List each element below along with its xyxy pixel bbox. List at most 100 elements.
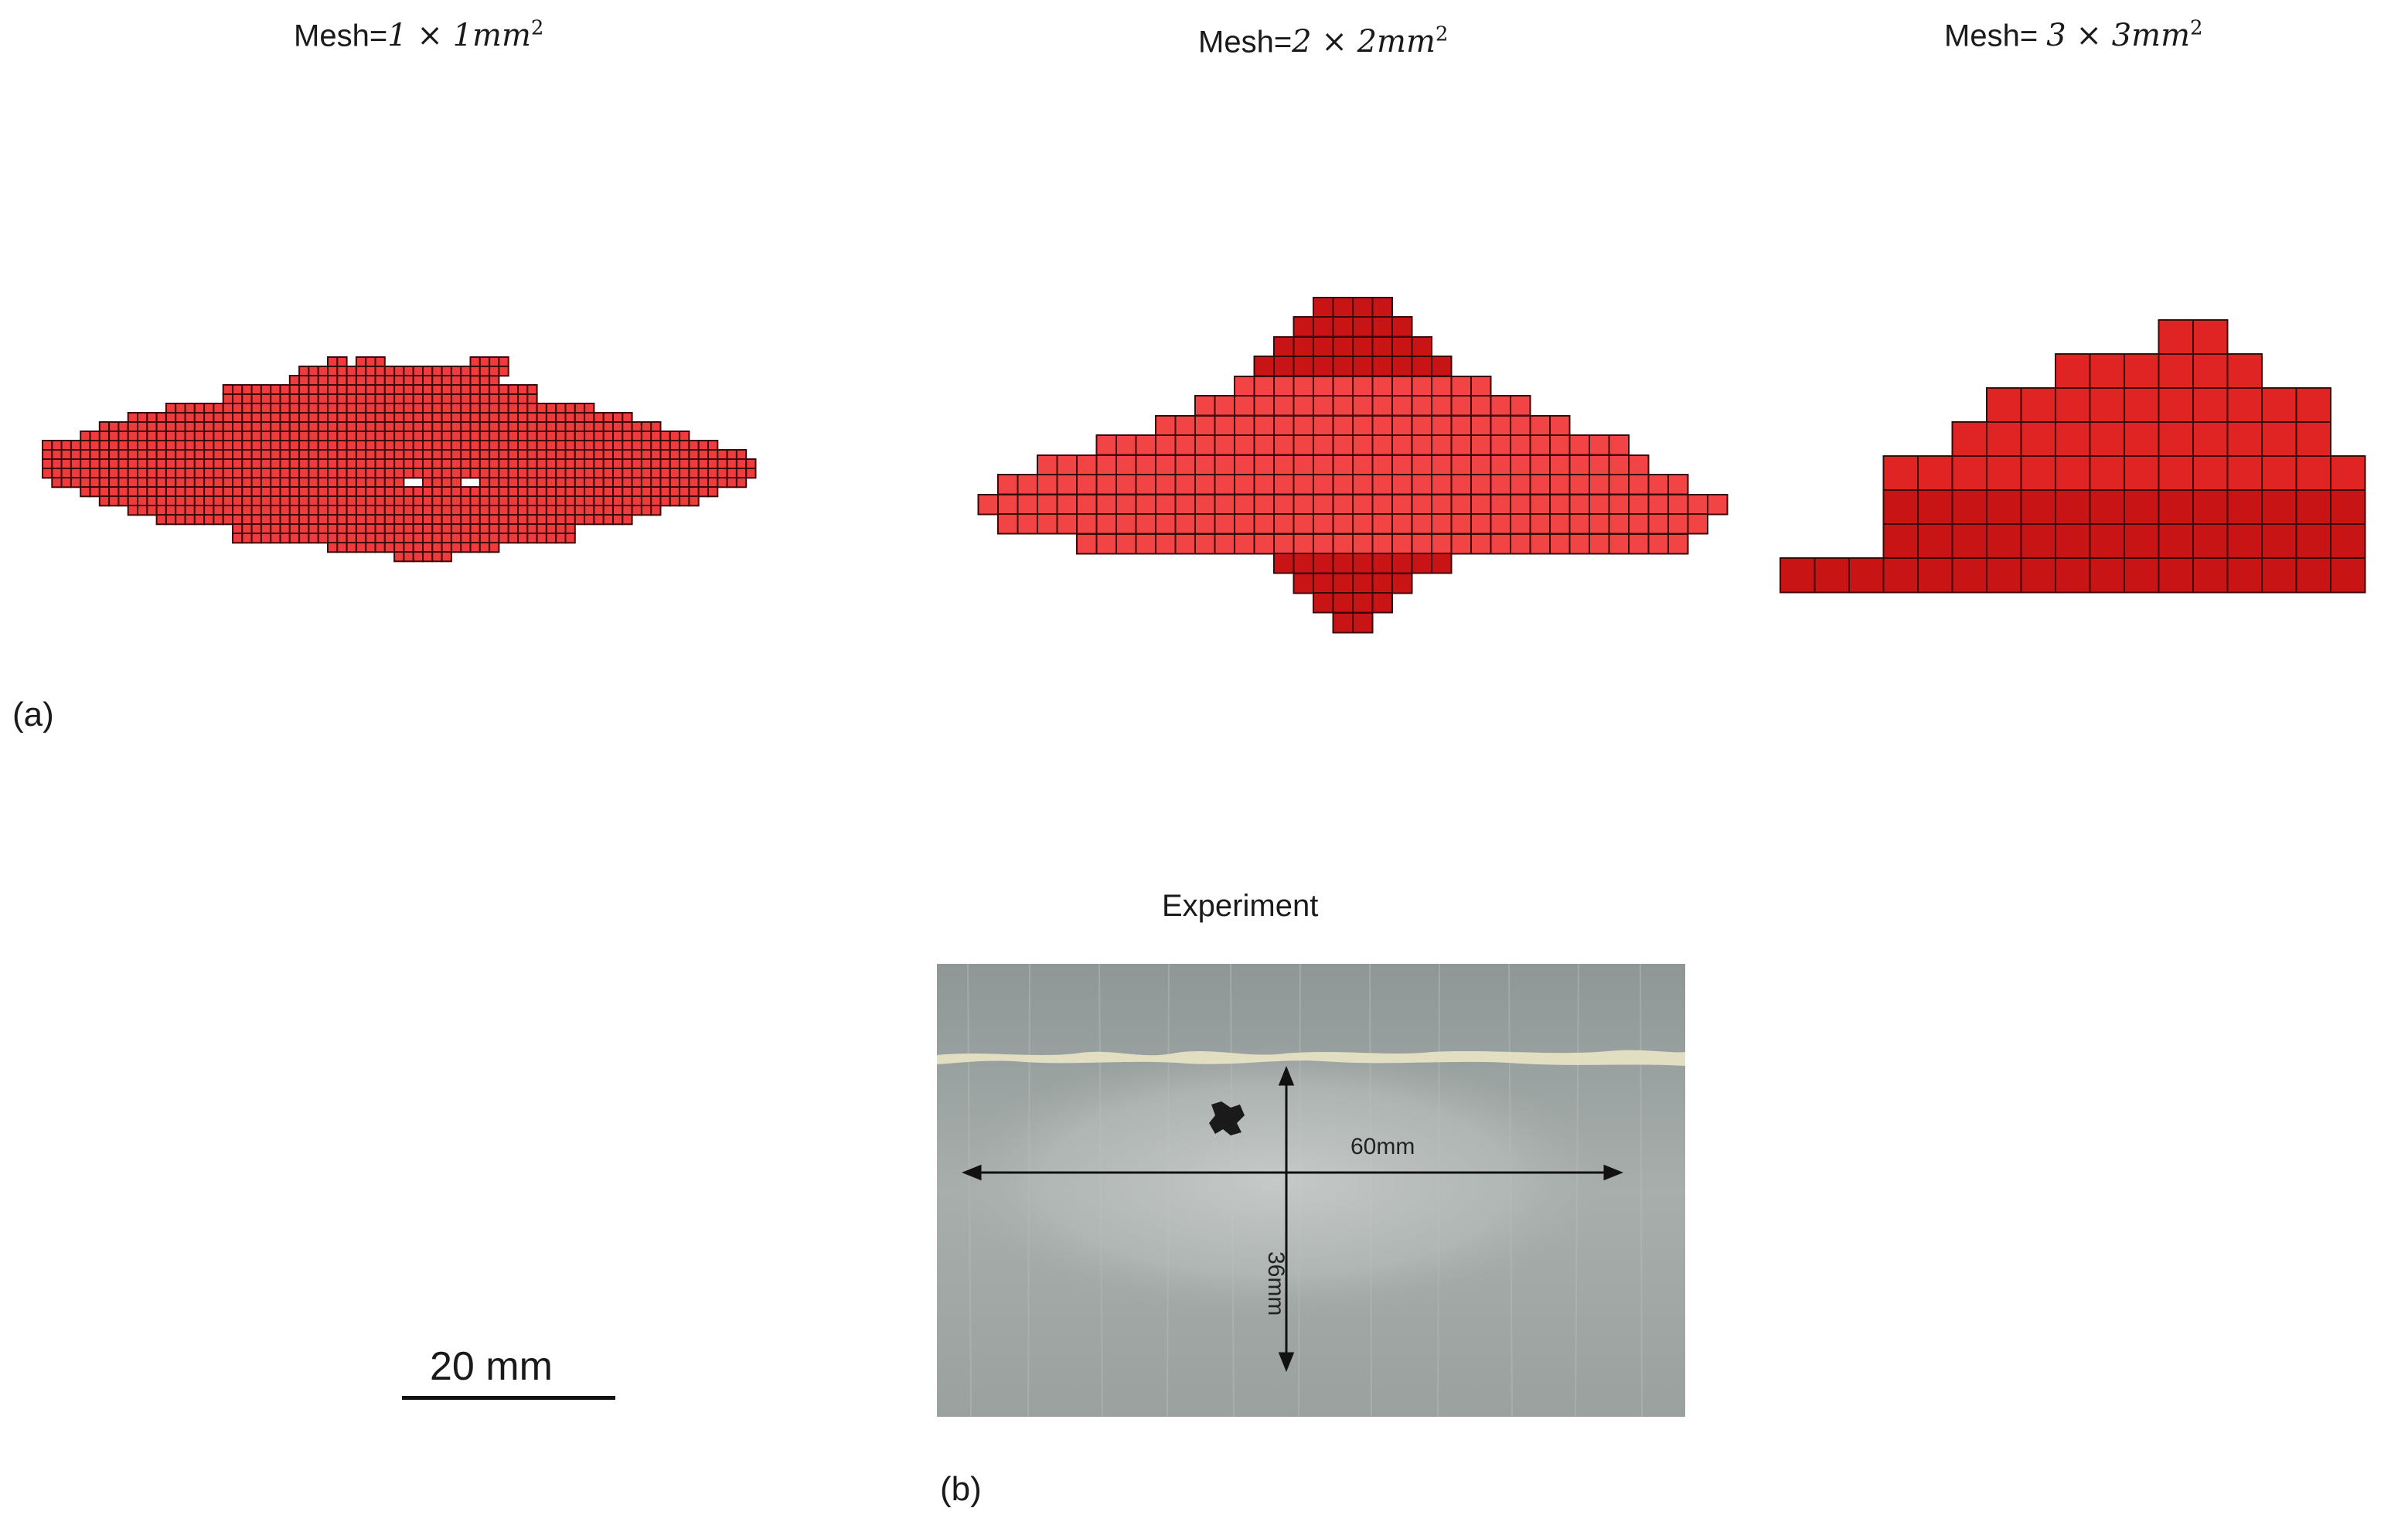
mesh-element	[1194, 415, 1216, 437]
mesh-element	[1194, 513, 1216, 535]
mesh-element	[1568, 474, 1590, 495]
mesh-element	[298, 486, 310, 498]
mesh-element	[98, 477, 111, 488]
mesh-element	[155, 421, 167, 433]
mesh-element	[412, 440, 424, 451]
mesh-element	[1529, 533, 1551, 555]
mesh-element	[260, 514, 272, 526]
mesh-element	[602, 505, 615, 516]
mesh-element	[1253, 454, 1275, 476]
mesh-element	[184, 505, 196, 516]
mesh-element	[1037, 474, 1058, 495]
mesh-element	[450, 486, 462, 498]
mesh-element	[669, 458, 681, 470]
panel-b-label: (b)	[940, 1470, 982, 1508]
mesh-element	[574, 440, 586, 451]
mesh-element	[584, 449, 595, 461]
mesh-element	[1986, 421, 2022, 458]
mesh-element	[479, 356, 491, 368]
mesh-element	[1135, 513, 1156, 535]
mesh-element	[336, 523, 348, 535]
mesh-element	[555, 440, 567, 451]
mesh-element	[1313, 454, 1334, 476]
mesh-element	[412, 533, 424, 544]
mesh-element	[622, 449, 633, 461]
mesh-element	[270, 505, 281, 516]
mesh-element	[469, 505, 481, 516]
mesh-element	[1411, 336, 1432, 358]
mesh-element	[80, 468, 91, 479]
mesh-element	[431, 431, 443, 442]
mesh-element	[1371, 513, 1393, 535]
mesh-element	[222, 495, 234, 507]
mesh-element	[602, 412, 615, 424]
mesh-element	[222, 458, 234, 470]
mesh-element	[422, 440, 434, 451]
mesh-element	[222, 440, 234, 451]
mesh-element	[422, 375, 434, 386]
mesh-2-weld-shape-cells	[977, 297, 1729, 634]
mesh-element	[336, 375, 348, 386]
mesh-element	[574, 505, 586, 516]
mesh-element	[536, 412, 547, 424]
mesh-element	[441, 495, 452, 507]
mesh-element	[997, 474, 1019, 495]
mesh-element	[127, 486, 138, 498]
mesh-element	[498, 468, 509, 479]
mesh-element	[498, 495, 509, 507]
mesh-element	[1214, 533, 1235, 555]
mesh-element	[574, 421, 586, 433]
mesh-element	[70, 449, 82, 461]
mesh-element	[1037, 454, 1058, 476]
mesh-element	[279, 393, 291, 405]
mesh-element	[137, 440, 148, 451]
mesh-element	[203, 412, 215, 424]
mesh-element	[393, 403, 405, 414]
mesh-element	[679, 458, 690, 470]
mesh-element	[165, 468, 177, 479]
mesh-element	[2261, 421, 2297, 458]
mesh-element	[213, 458, 224, 470]
mesh-element	[327, 523, 339, 535]
mesh-element	[602, 431, 615, 442]
mesh-element	[460, 375, 472, 386]
mesh-element	[431, 514, 443, 526]
mesh-element	[118, 468, 129, 479]
mesh-element	[2192, 421, 2229, 458]
mesh-element	[2192, 353, 2229, 390]
mesh-element	[2158, 523, 2194, 560]
mesh-element	[1628, 454, 1650, 476]
mesh-element	[545, 486, 557, 498]
mesh-element	[1352, 356, 1374, 377]
mesh-element	[1589, 513, 1610, 535]
mesh-element	[441, 458, 452, 470]
mesh-element	[250, 393, 262, 405]
mesh-element	[193, 440, 206, 451]
weld-spot	[945, 1045, 1609, 1316]
mesh-element	[498, 403, 509, 414]
mesh-element	[383, 421, 396, 433]
mesh-element	[717, 468, 728, 479]
mesh-element	[1253, 474, 1275, 495]
mesh-element	[640, 495, 652, 507]
mesh-element	[365, 431, 376, 442]
mesh-element	[697, 477, 710, 488]
mesh-element	[365, 523, 376, 535]
mesh-element	[507, 533, 519, 544]
mesh-element	[165, 495, 177, 507]
mesh-element	[175, 495, 186, 507]
mesh-element	[602, 440, 615, 451]
mesh-element	[479, 431, 491, 442]
mesh-element	[108, 486, 120, 498]
mesh-element	[997, 513, 1019, 535]
mesh-element	[498, 356, 509, 368]
mesh-element	[412, 495, 424, 507]
mesh-element	[479, 458, 491, 470]
mesh-element	[422, 393, 434, 405]
mesh-element	[679, 468, 690, 479]
mesh-element	[1253, 513, 1275, 535]
mesh-element	[108, 458, 120, 470]
mesh-element	[288, 449, 301, 461]
mesh-element	[602, 449, 615, 461]
mesh-element	[1214, 415, 1235, 437]
